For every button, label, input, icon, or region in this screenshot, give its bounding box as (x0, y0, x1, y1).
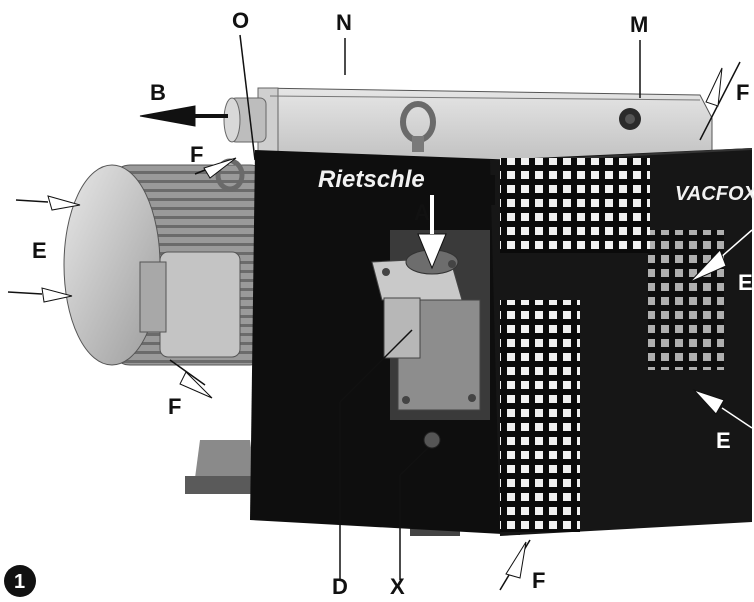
label-A: A (414, 200, 430, 225)
arrow-F-top-right-icon (705, 67, 723, 107)
label-X: X (390, 574, 405, 599)
label-M: M (630, 12, 648, 37)
label-E-left: E (32, 238, 47, 263)
label-D: D (332, 574, 348, 599)
label-F-motor-top: F (190, 142, 203, 167)
arrow-E-right-2-icon (692, 388, 725, 415)
base-feet (185, 440, 460, 536)
leader-O (239, 34, 256, 161)
flow-arrows (7, 34, 753, 591)
label-E-right-upper: E (738, 270, 753, 295)
label-O: O (232, 8, 249, 33)
model-label: VACFOX (675, 183, 754, 205)
terminal-box (159, 251, 241, 358)
arrow-F-motor-top-icon (203, 157, 237, 179)
fan-grille-front (500, 300, 580, 532)
figure-number-badge: 1 (4, 565, 36, 597)
label-F-bottom: F (532, 568, 545, 593)
fan-grille-side (648, 230, 724, 370)
label-N: N (336, 10, 352, 35)
arrow-E-left-1-icon (47, 195, 81, 211)
exhaust-pipe (223, 97, 267, 143)
drain-plug-icon (423, 431, 441, 449)
figure-number: 1 (14, 571, 25, 593)
callout-labels: O N M B F F E F A E E D X F (32, 8, 753, 599)
arrow-F-motor-bottom-icon (179, 371, 213, 399)
label-F-top-right: F (736, 80, 749, 105)
motor (63, 158, 271, 366)
leader-X-2 (399, 447, 429, 476)
label-B: B (150, 80, 166, 105)
leader-D-2 (339, 329, 413, 403)
brand-logo: Rietschle (318, 166, 425, 193)
inlet-fitting (371, 230, 490, 449)
arrow-B-icon (139, 105, 196, 127)
arrow-E-left-2-icon (41, 287, 73, 303)
label-F-motor-bottom: F (168, 394, 181, 419)
arrow-F-bottom-icon (505, 541, 527, 579)
pump-body: Rietschle VACFOX (250, 148, 754, 536)
top-housing (257, 87, 713, 171)
arrow-E-right-1-icon (689, 249, 727, 283)
fan-grille-top (500, 158, 650, 253)
label-E-right-lower: E (716, 428, 731, 453)
